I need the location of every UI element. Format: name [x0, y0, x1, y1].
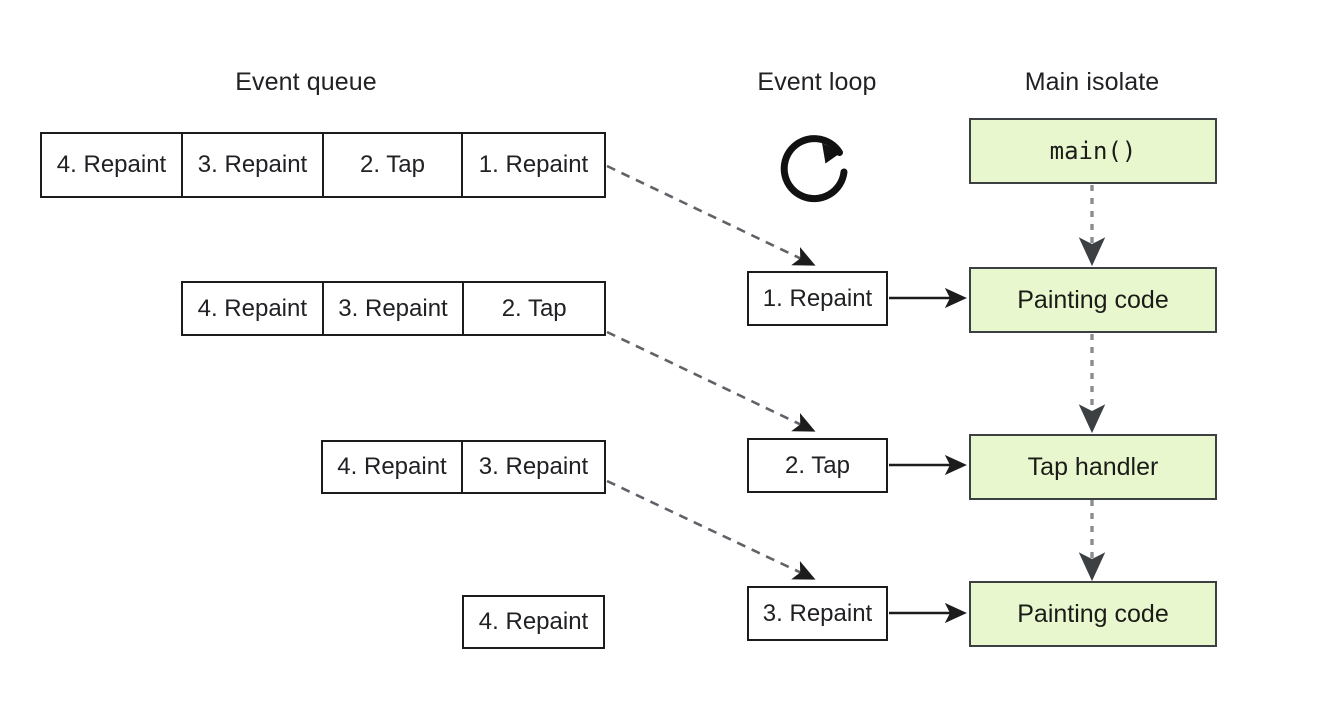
isolate-box-painting-code-2: Painting code: [969, 581, 1217, 647]
queue-cell: 4. Repaint: [183, 283, 324, 334]
queue-cell: 1. Repaint: [463, 134, 604, 196]
event-queue-row-2: 4. Repaint 3. Repaint 2. Tap: [181, 281, 606, 336]
event-loop-box-3: 3. Repaint: [747, 586, 888, 641]
queue-cell: 3. Repaint: [323, 283, 465, 334]
queue-cell: 2. Tap: [464, 283, 604, 334]
event-loop-box-1: 1. Repaint: [747, 271, 888, 326]
column-title-main-isolate: Main isolate: [1024, 68, 1160, 96]
circular-refresh-icon: [778, 130, 864, 216]
queue-cell: 4. Repaint: [42, 134, 183, 196]
event-queue-row-3: 4. Repaint 3. Repaint: [321, 440, 606, 494]
dashed-link-2: [606, 330, 816, 432]
isolate-box-painting-code-1: Painting code: [969, 267, 1217, 333]
event-loop-box-2: 2. Tap: [747, 438, 888, 493]
column-title-event-loop: Event loop: [757, 68, 877, 96]
queue-cell: 3. Repaint: [463, 442, 604, 492]
queue-cell: 4. Repaint: [464, 597, 603, 647]
queue-cell: 3. Repaint: [183, 134, 324, 196]
isolate-box-tap-handler: Tap handler: [969, 434, 1217, 500]
event-queue-row-4: 4. Repaint: [462, 595, 605, 649]
column-title-event-queue: Event queue: [235, 68, 377, 96]
solid-loop-to-isolate-links: [889, 287, 967, 624]
queue-cell: 4. Repaint: [323, 442, 464, 492]
event-queue-row-1: 4. Repaint 3. Repaint 2. Tap 1. Repaint: [40, 132, 606, 198]
isolate-box-main: main(): [969, 118, 1217, 184]
dashed-queue-to-loop-links: [606, 164, 816, 580]
queue-cell: 2. Tap: [324, 134, 464, 196]
dashed-link-3: [606, 479, 816, 580]
